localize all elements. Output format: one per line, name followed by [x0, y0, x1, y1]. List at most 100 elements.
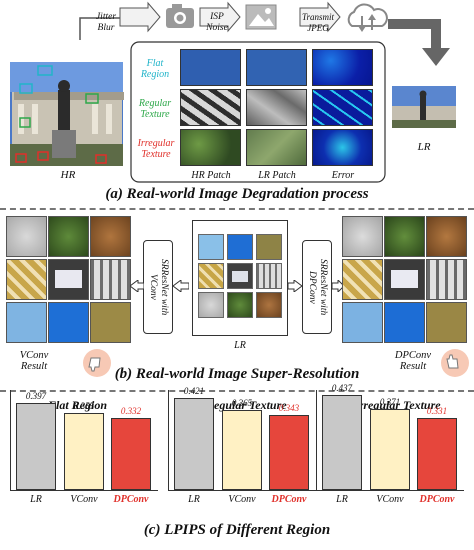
- pipeline-arrow-1: [119, 1, 161, 33]
- vconv-tile-7: [6, 302, 47, 343]
- hr-patch-flat: [180, 49, 241, 86]
- chart-flat-bar-lr: [16, 403, 56, 490]
- chart-irregular-value-label-dpconv: 0.331: [426, 406, 448, 416]
- dpconv-model-label: SRResNet with DPConv: [307, 258, 328, 316]
- lr-image: [392, 86, 456, 128]
- chart-irregular-tick-label-dpconv: DPConv: [419, 494, 455, 505]
- chart-flat-tick-label-dpconv: DPConv: [113, 494, 149, 505]
- chart-regular-title: Regular Texture: [206, 398, 287, 412]
- chart-irregular-bar-vconv: [370, 409, 410, 490]
- chart-irregular-tick-label-vconv: VConv: [376, 494, 404, 505]
- lr-patch-flat: [246, 49, 307, 86]
- chart-flat-tick-label-vconv: VConv: [70, 494, 98, 505]
- chart-flat-y-axis: [10, 390, 11, 490]
- chart-flat-tick-label-lr: LR: [30, 494, 42, 505]
- bent-arrow: [388, 19, 441, 48]
- vconv-tile-9: [90, 302, 131, 343]
- pipeline-connector: [79, 17, 120, 40]
- camera-icon: [166, 4, 194, 28]
- chart-irregular-tick-label-lr: LR: [336, 494, 348, 505]
- vconv-model-label: SRResNet with VConv: [148, 258, 169, 316]
- error-map-irregular: [312, 129, 373, 166]
- row-label-regular-texture: Regular Texture: [138, 98, 172, 120]
- column-label-error: Error: [331, 170, 355, 181]
- dpconv-tile-2: [384, 216, 425, 257]
- lr-label: LR: [417, 141, 431, 153]
- chart-irregular-title: Irregular Texture: [354, 398, 441, 412]
- vconv-model-box: SRResNet with VConv: [143, 240, 173, 334]
- chart-irregular-x-axis: [316, 490, 464, 491]
- error-map-flat: [312, 49, 373, 86]
- error-map-regular: [312, 89, 373, 126]
- dpconv-tile-4: [342, 259, 383, 300]
- lr-tile-8: [227, 292, 253, 318]
- divider-a: [0, 208, 474, 210]
- lr-tile-2: [227, 234, 253, 260]
- chart-flat-x-axis: [10, 490, 158, 491]
- pipeline-step-isp-noise: ISP Noise: [206, 12, 228, 33]
- cloud-transmit-icon: [347, 3, 388, 32]
- dpconv-tile-8: [384, 302, 425, 343]
- chart-regular-bar-lr: [174, 398, 214, 490]
- pipeline-step-transmit-jpeg: Transmit JPEG: [301, 12, 334, 33]
- vconv-result-label: VConv Result: [19, 350, 49, 372]
- chart-regular-value-label-dpconv: 0.343: [278, 403, 300, 413]
- lr-tile-9: [256, 292, 282, 318]
- pipeline-arrow-2: [199, 1, 241, 33]
- chart-regular-x-axis: [168, 490, 316, 491]
- chart-regular-tick-label-vconv: VConv: [228, 494, 256, 505]
- chart-irregular-bar-dpconv: [417, 418, 457, 490]
- caption-a: (a) Real-world Image Degradation process: [105, 186, 369, 202]
- dpconv-tile-1: [342, 216, 383, 257]
- vconv-tile-6: [90, 259, 131, 300]
- chart-irregular-value-label-vconv: 0.371: [379, 397, 401, 407]
- caption-c: (c) LPIPS of Different Region: [143, 522, 331, 538]
- chart-flat-value-label-dpconv: 0.332: [120, 406, 142, 416]
- chart-regular-value-label-lr: 0.421: [183, 386, 205, 396]
- arrow-right-icon: [288, 280, 302, 292]
- chart-regular-tick-label-dpconv: DPConv: [271, 494, 307, 505]
- dpconv-result-label: DPConv Result: [394, 350, 432, 372]
- chart-irregular-bar-lr: [322, 395, 362, 490]
- hr-image: [10, 62, 124, 166]
- arrow-left-icon: [130, 280, 144, 292]
- chart-regular-y-axis: [168, 390, 169, 490]
- column-label-hr-patch: HR Patch: [191, 170, 231, 181]
- dpconv-tile-9: [426, 302, 467, 343]
- vconv-tile-4: [6, 259, 47, 300]
- lr-tile-6: [256, 263, 282, 289]
- hr-label: HR: [60, 169, 76, 181]
- chart-irregular-value-label-lr: 0.437: [331, 383, 353, 393]
- vconv-tile-5: [48, 259, 89, 300]
- lr-tile-1: [198, 234, 224, 260]
- image-icon: [245, 4, 277, 30]
- arrow-left-icon-2: [173, 280, 189, 292]
- lr-patch-irregular: [246, 129, 307, 166]
- vconv-tile-1: [6, 216, 47, 257]
- row-label-irregular-texture: Irregular Texture: [137, 138, 175, 160]
- vconv-tile-8: [48, 302, 89, 343]
- center-lr-label: LR: [234, 340, 246, 351]
- pipeline-step-jitter-blur: Jitter Blur: [95, 12, 117, 33]
- chart-flat-value-label-lr: 0.397: [25, 391, 47, 401]
- hr-patch-irregular: [180, 129, 241, 166]
- dpconv-tile-5: [384, 259, 425, 300]
- chart-regular-bar-dpconv: [269, 415, 309, 490]
- chart-flat-bar-dpconv: [111, 418, 151, 490]
- dpconv-tile-7: [342, 302, 383, 343]
- lr-tile-3: [256, 234, 282, 260]
- hr-patch-regular: [180, 89, 241, 126]
- arrow-right-icon-2: [332, 280, 344, 292]
- caption-b: (b) Real-world Image Super-Resolution: [114, 366, 360, 382]
- column-label-lr-patch: LR Patch: [258, 170, 296, 181]
- row-label-flat-region: Flat Region: [140, 58, 170, 80]
- lr-patch-regular: [246, 89, 307, 126]
- chart-regular-bar-vconv: [222, 410, 262, 490]
- chart-flat-title: Flat Region: [48, 398, 108, 412]
- chart-flat-value-label-vconv: 0.355: [73, 401, 95, 411]
- pipeline-arrow-3: [299, 1, 341, 33]
- dpconv-model-box: SRResNet with DPConv: [302, 240, 332, 334]
- vconv-tile-2: [48, 216, 89, 257]
- dpconv-tile-3: [426, 216, 467, 257]
- lr-tile-4: [198, 263, 224, 289]
